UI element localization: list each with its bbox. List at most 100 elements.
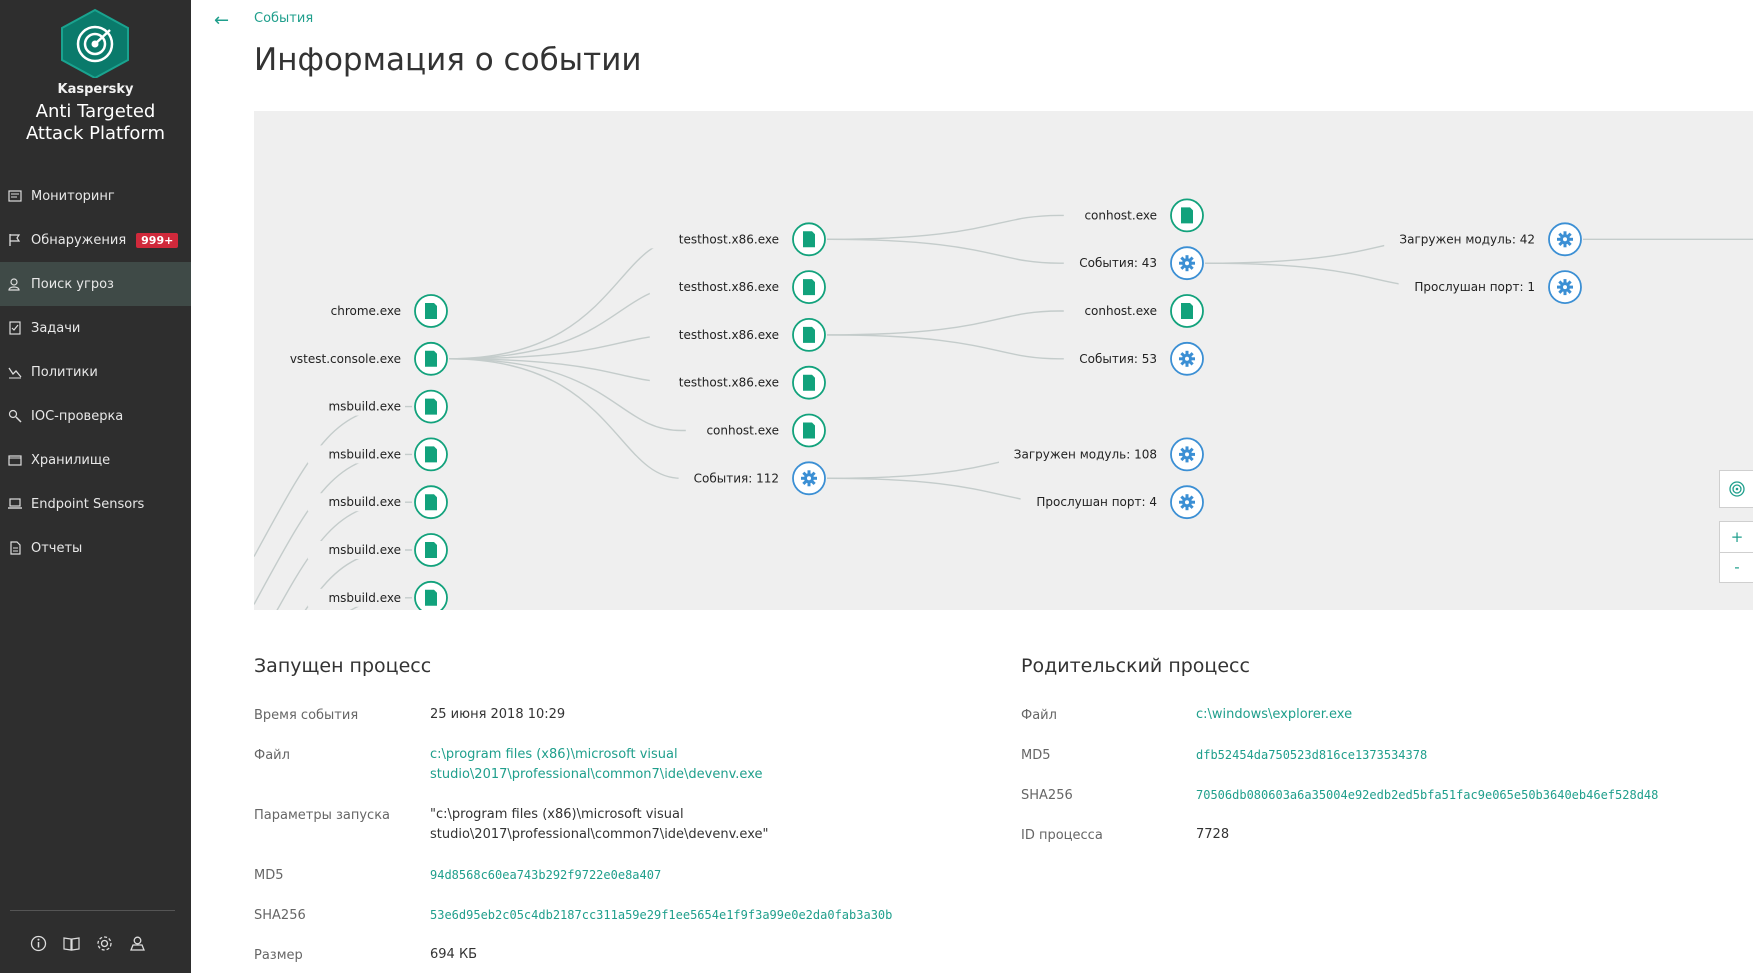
- back-arrow-icon[interactable]: ←: [214, 10, 230, 31]
- label-background: [307, 541, 405, 559]
- nav-item-threat-hunting[interactable]: Поиск угроз: [0, 262, 191, 306]
- graph-edge: [826, 310, 1159, 336]
- hash-value[interactable]: 70506db080603a6a35004e92edb2ed5bfa51fac9…: [1196, 788, 1659, 802]
- detail-label: Параметры запуска: [254, 808, 391, 823]
- zoom-in-button[interactable]: +: [1720, 522, 1753, 553]
- graph-node-file[interactable]: testhost.x86.exe: [649, 365, 826, 400]
- graph-node-file[interactable]: conhost.exe: [1063, 294, 1204, 328]
- breadcrumb[interactable]: События: [254, 11, 314, 26]
- label-background: [307, 445, 405, 464]
- graph-node-label: Загружен модуль: 42: [1399, 232, 1535, 246]
- graph-node-event[interactable]: Прослушан порт: 4: [1020, 485, 1204, 520]
- graph-node-event[interactable]: События: 53: [1063, 341, 1204, 376]
- graph-edge: [448, 358, 781, 432]
- hash-value[interactable]: 53e6d95eb2c05c4db2187cc311a59e29f1ee5654…: [430, 908, 893, 922]
- label-background: [307, 397, 405, 416]
- nav-label: Обнаружения: [31, 232, 127, 248]
- detail-label: Файл: [254, 748, 290, 763]
- graph-node-file[interactable]: vstest.console.exe: [257, 341, 448, 376]
- process-graph-canvas[interactable]: chrome.exe vstest.console.exe msbuild.exe m…: [254, 111, 1753, 610]
- page-title: Информация о событии: [254, 42, 642, 78]
- graph-node-file[interactable]: conhost.exe: [1063, 198, 1204, 233]
- label-background: [1384, 230, 1539, 249]
- hash-value[interactable]: dfb52454da750523d816ce1373534378: [1196, 748, 1428, 762]
- graph-node-label: msbuild.exe: [328, 447, 401, 461]
- graph-node-file[interactable]: conhost.exe: [685, 413, 826, 448]
- label-background: [999, 445, 1161, 464]
- checklist-icon: [9, 321, 21, 335]
- file-path-link[interactable]: c:\program files (x86)\microsoft visual …: [430, 747, 763, 782]
- file-icon: [425, 398, 437, 415]
- graph-node-file[interactable]: testhost.x86.exe: [649, 270, 826, 305]
- graph-edge: [448, 358, 781, 479]
- graph-edge: [254, 453, 412, 605]
- graph-node-event[interactable]: Прослушан порт: 1: [1398, 270, 1582, 305]
- graph-node-file[interactable]: testhost.x86.exe: [649, 317, 826, 352]
- graph-edge: [826, 214, 1159, 240]
- graph-node-file[interactable]: msbuild.exe: [307, 580, 448, 610]
- gear-icon: [801, 470, 817, 487]
- detail-label: Время события: [254, 708, 359, 723]
- graph-node-file[interactable]: chrome.exe: [315, 294, 448, 328]
- nav-label: Отчеты: [31, 540, 83, 556]
- file-icon: [425, 350, 437, 367]
- nav-item-storage[interactable]: Хранилище: [0, 438, 191, 482]
- process-graph[interactable]: chrome.exe vstest.console.exe msbuild.exe m…: [254, 111, 1753, 610]
- main-nav: Мониторинг Обнаружения 999+ Поиск угроз …: [0, 174, 191, 570]
- nav-item-ioc-scan[interactable]: IOC-проверка: [0, 394, 191, 438]
- graph-node-event[interactable]: Загружен модуль: 42: [1384, 222, 1582, 257]
- graph-node-event[interactable]: Загружен модуль: 108: [999, 437, 1204, 472]
- file-icon: [1181, 207, 1193, 224]
- graph-node-file[interactable]: msbuild.exe: [307, 533, 448, 567]
- sidebar-divider: [10, 910, 175, 911]
- laptop-icon: [8, 498, 22, 509]
- nav-item-tasks[interactable]: Задачи: [0, 306, 191, 350]
- nav-label: Задачи: [31, 320, 81, 336]
- book-icon[interactable]: [63, 935, 80, 952]
- file-icon: [803, 422, 815, 439]
- graph-edge: [254, 405, 412, 557]
- graph-node-event[interactable]: События: 112: [678, 461, 826, 496]
- graph-node-label: События: 112: [694, 471, 779, 485]
- gear-icon[interactable]: [96, 935, 113, 952]
- nav-item-monitoring[interactable]: Мониторинг: [0, 174, 191, 218]
- detail-label: SHA256: [1021, 788, 1073, 803]
- label-background: [307, 588, 405, 607]
- gear-icon: [1557, 279, 1573, 296]
- detail-value: 7728: [1196, 827, 1230, 842]
- graph-node-file[interactable]: msbuild.exe: [307, 437, 448, 472]
- zoom-out-button[interactable]: -: [1734, 558, 1740, 576]
- user-icon[interactable]: [129, 935, 146, 952]
- detail-label: Размер: [254, 948, 303, 963]
- detail-value: 694 КБ: [430, 947, 478, 962]
- graph-node-label: testhost.x86.exe: [679, 328, 779, 342]
- nav-label: Endpoint Sensors: [31, 496, 145, 512]
- graph-node-event[interactable]: События: 43: [1063, 246, 1204, 281]
- graph-center-button[interactable]: [1719, 470, 1753, 508]
- file-path-link[interactable]: c:\windows\explorer.exe: [1196, 707, 1353, 722]
- graph-node-file[interactable]: testhost.x86.exe: [649, 222, 826, 257]
- file-icon: [803, 374, 815, 391]
- brand-line-1: Anti Targeted: [35, 101, 156, 122]
- detail-label: Файл: [1021, 708, 1057, 723]
- target-icon: [1729, 481, 1745, 497]
- hash-value[interactable]: 94d8568c60ea743b292f9722e0e8a407: [430, 868, 662, 882]
- nav-label: Поиск угроз: [31, 276, 114, 292]
- file-icon: [1181, 303, 1193, 319]
- label-background: [649, 230, 783, 249]
- graph-node-file[interactable]: msbuild.exe: [307, 485, 448, 520]
- graph-node-label: Загружен модуль: 108: [1014, 447, 1157, 461]
- label-background: [649, 373, 783, 392]
- graph-node-file[interactable]: msbuild.exe: [307, 389, 448, 424]
- label-background: [1063, 254, 1161, 273]
- gear-icon: [1179, 494, 1195, 511]
- chart-icon: [8, 367, 22, 379]
- graph-node-label: chrome.exe: [331, 304, 401, 318]
- nav-item-detections[interactable]: Обнаружения 999+: [0, 218, 191, 262]
- nav-item-endpoint-sensors[interactable]: Endpoint Sensors: [0, 482, 191, 526]
- nav-item-policies[interactable]: Политики: [0, 350, 191, 394]
- sidebar-bottom-toolbar: [30, 935, 146, 952]
- info-icon[interactable]: [30, 935, 47, 952]
- nav-item-reports[interactable]: Отчеты: [0, 526, 191, 570]
- label-background: [649, 325, 783, 344]
